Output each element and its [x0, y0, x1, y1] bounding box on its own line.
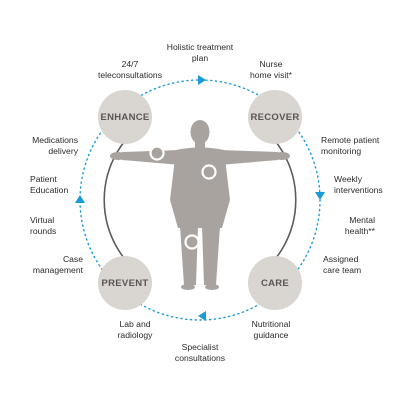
- label-line: health**: [344, 225, 375, 236]
- prevent-label: PREVENT: [101, 277, 149, 289]
- label-line: care team: [323, 264, 362, 275]
- label-line: delivery: [48, 145, 78, 156]
- label-line: Nutritional: [251, 319, 291, 329]
- knee-joint-marker: [184, 234, 200, 250]
- label-line: Holistic treatment: [166, 42, 234, 52]
- arrow-bottom-icon: [198, 311, 206, 321]
- label-line: home visit*: [249, 69, 293, 80]
- label-line: plan: [191, 52, 209, 63]
- label-line: 24/7: [121, 59, 139, 69]
- label-line: Specialist: [181, 342, 219, 352]
- label-line: Virtual: [30, 215, 55, 225]
- label-line: guidance: [253, 329, 289, 340]
- prevent-node: PREVENT: [98, 256, 152, 310]
- arrow-right-icon: [315, 192, 325, 200]
- recover-node: RECOVER: [248, 90, 302, 144]
- hip-joint-marker: [201, 164, 217, 180]
- label-line: Assigned: [323, 254, 359, 264]
- label-line: interventions: [334, 184, 383, 195]
- label-line: radiology: [117, 329, 153, 340]
- label-line: Medications: [32, 135, 78, 145]
- label-line: Nurse: [259, 59, 283, 69]
- label-line: monitoring: [321, 145, 362, 156]
- enhance-label: ENHANCE: [100, 111, 150, 123]
- shoulder-joint-marker: [149, 145, 165, 161]
- label-line: management: [32, 264, 83, 275]
- label-line: Lab and: [119, 319, 151, 329]
- label-line: Education: [30, 184, 69, 195]
- label-line: Remote patient: [321, 135, 380, 145]
- care-node: CARE: [248, 256, 302, 310]
- label-line: consultations: [174, 352, 226, 363]
- label-line: Patient: [30, 174, 57, 184]
- recover-label: RECOVER: [250, 111, 300, 123]
- label-line: Case: [62, 254, 83, 264]
- label-line: rounds: [30, 225, 57, 236]
- enhance-node: ENHANCE: [98, 90, 152, 144]
- arrow-left-icon: [75, 195, 85, 203]
- label-line: teleconsultations: [97, 69, 163, 80]
- label-line: Mental: [349, 215, 375, 225]
- care-label: CARE: [260, 277, 290, 289]
- label-line: Weekly: [334, 174, 363, 184]
- arrow-top-icon: [198, 75, 206, 85]
- human-figure: [110, 120, 290, 290]
